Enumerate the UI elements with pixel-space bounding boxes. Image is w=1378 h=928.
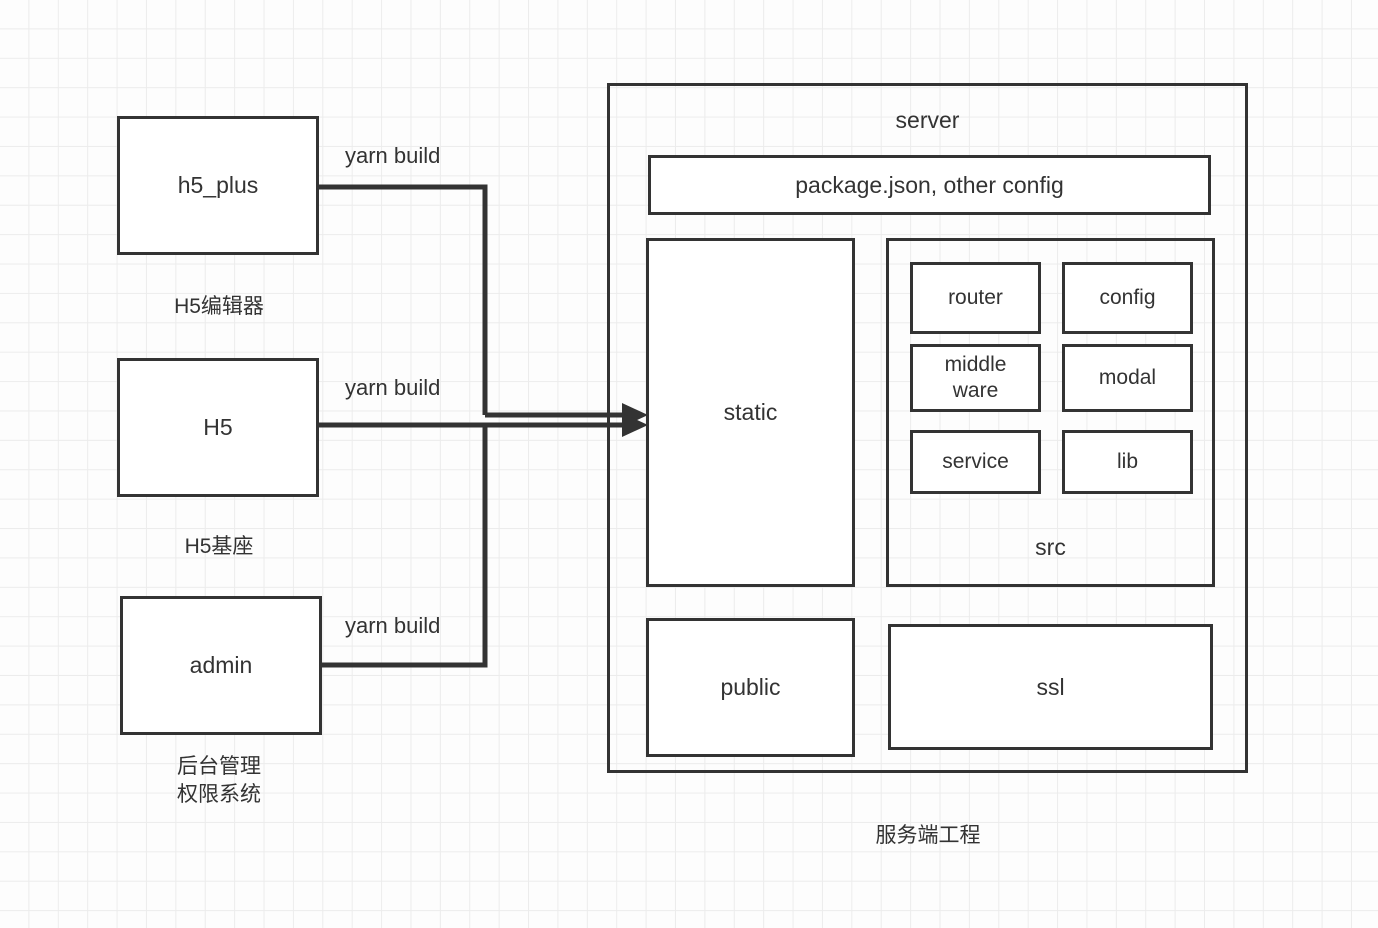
wire-label-admin-build: yarn build [345,613,441,638]
node-public[interactable]: public [646,618,855,757]
node-h5-plus[interactable]: h5_plus [117,116,319,255]
node-lib[interactable]: lib [1062,430,1193,494]
src-title: src [1035,534,1066,561]
server-title: server [895,107,960,133]
wire-label-h5-plus-build: yarn build [345,143,441,168]
node-router[interactable]: router [910,262,1041,334]
node-admin[interactable]: admin [120,596,322,735]
node-server-container[interactable]: server [607,83,1248,773]
caption-h5-plus: H5编辑器 [174,295,264,318]
caption-h5: H5基座 [184,535,254,558]
node-package-config[interactable]: package.json, other config [648,155,1211,215]
wire-label-h5-build: yarn build [345,375,441,400]
node-modal[interactable]: modal [1062,344,1193,412]
node-config[interactable]: config [1062,262,1193,334]
node-src-container[interactable]: src [886,238,1215,587]
node-service[interactable]: service [910,430,1041,494]
node-ssl[interactable]: ssl [888,624,1213,750]
caption-server: 服务端工程 [875,824,981,847]
node-middleware[interactable]: middle ware [910,344,1041,412]
node-static[interactable]: static [646,238,855,587]
caption-admin: 后台管理 权限系统 [177,755,261,806]
node-h5[interactable]: H5 [117,358,319,497]
